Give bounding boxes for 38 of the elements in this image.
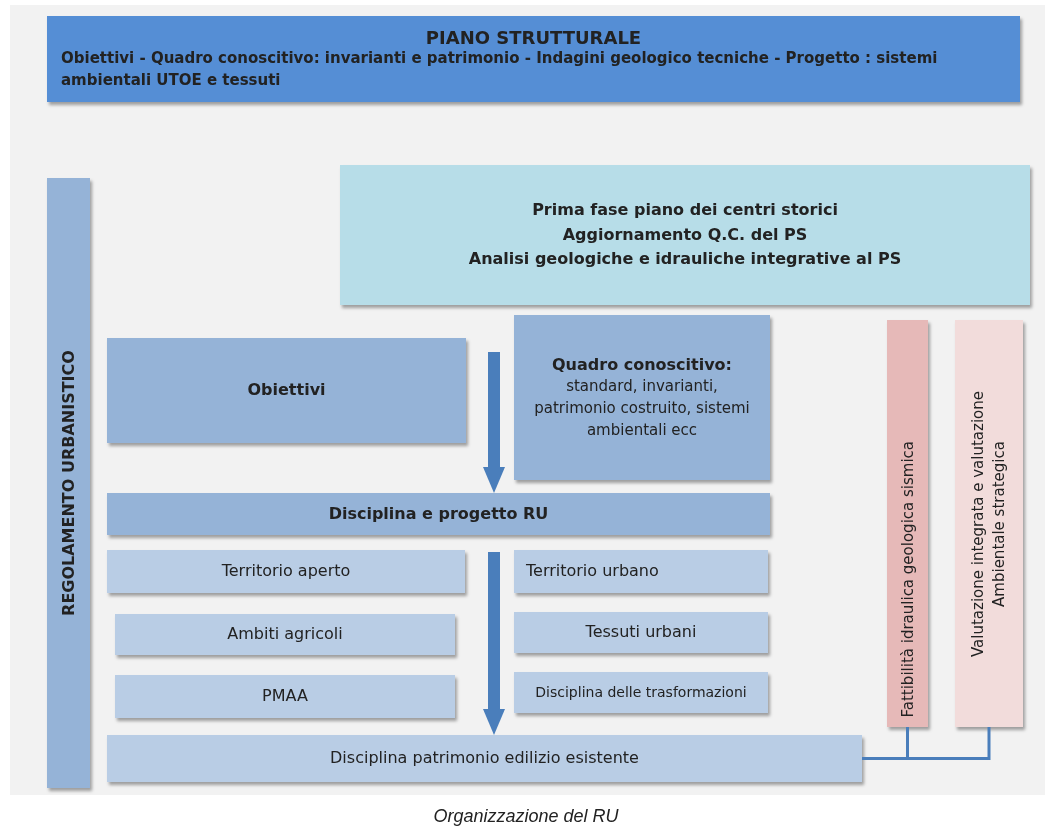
process-box bbox=[107, 735, 862, 782]
box-title: Disciplina delle trasformazioni bbox=[535, 682, 747, 702]
process-box bbox=[107, 493, 770, 535]
box-title: PIANO STRUTTURALE bbox=[425, 26, 642, 48]
arrow bbox=[483, 552, 505, 735]
info-box bbox=[340, 165, 1030, 305]
caption: Organizzazione del RU bbox=[433, 806, 619, 827]
arrow bbox=[483, 352, 505, 493]
header-box bbox=[47, 16, 1020, 102]
box-title: Quadro conoscitivo: bbox=[552, 354, 732, 377]
vertical-bar bbox=[47, 178, 90, 788]
box-title: Fattibilità idraulica geologica sismica bbox=[897, 439, 917, 717]
box-title: REGOLAMENTO URBANISTICO bbox=[57, 349, 79, 618]
box-title: Territorio urbano bbox=[526, 560, 659, 583]
box-title: Valutazione integrata e valutazione Ambientale strategica bbox=[968, 389, 1009, 659]
box-title: Ambiti agricoli bbox=[227, 623, 343, 646]
box-title: Obiettivi bbox=[247, 379, 326, 402]
process-box bbox=[514, 612, 768, 653]
process-box bbox=[514, 550, 768, 593]
box-title: Tessuti urbani bbox=[585, 621, 697, 644]
box-text: Obiettivi - Quadro conoscitivo: invarianti e patrimonio - Indagini geologico tecniche - Progetto : sistemi ambientali UTOE e tessuti bbox=[61, 47, 939, 91]
process-box bbox=[115, 675, 455, 718]
process-box bbox=[107, 550, 465, 593]
vertical-bar bbox=[955, 320, 1023, 727]
box-text: Analisi geologiche e idrauliche integrative al PS bbox=[468, 248, 902, 271]
box-title: PMAA bbox=[262, 685, 308, 708]
box-text: standard, invarianti, patrimonio costruito, sistemi ambientali ecc bbox=[533, 376, 751, 441]
process-box bbox=[514, 315, 770, 480]
box-title: Disciplina patrimonio edilizio esistente bbox=[330, 747, 639, 770]
process-box bbox=[115, 614, 455, 655]
box-title: Disciplina e progetto RU bbox=[328, 502, 549, 525]
box-text: Aggiornamento Q.C. del PS bbox=[562, 223, 808, 246]
process-box bbox=[514, 672, 768, 713]
process-box bbox=[107, 338, 466, 443]
box-title: Territorio aperto bbox=[221, 560, 351, 583]
box-title: Prima fase piano dei centri storici bbox=[532, 198, 838, 221]
connector-line bbox=[862, 727, 991, 760]
vertical-bar bbox=[887, 320, 928, 727]
